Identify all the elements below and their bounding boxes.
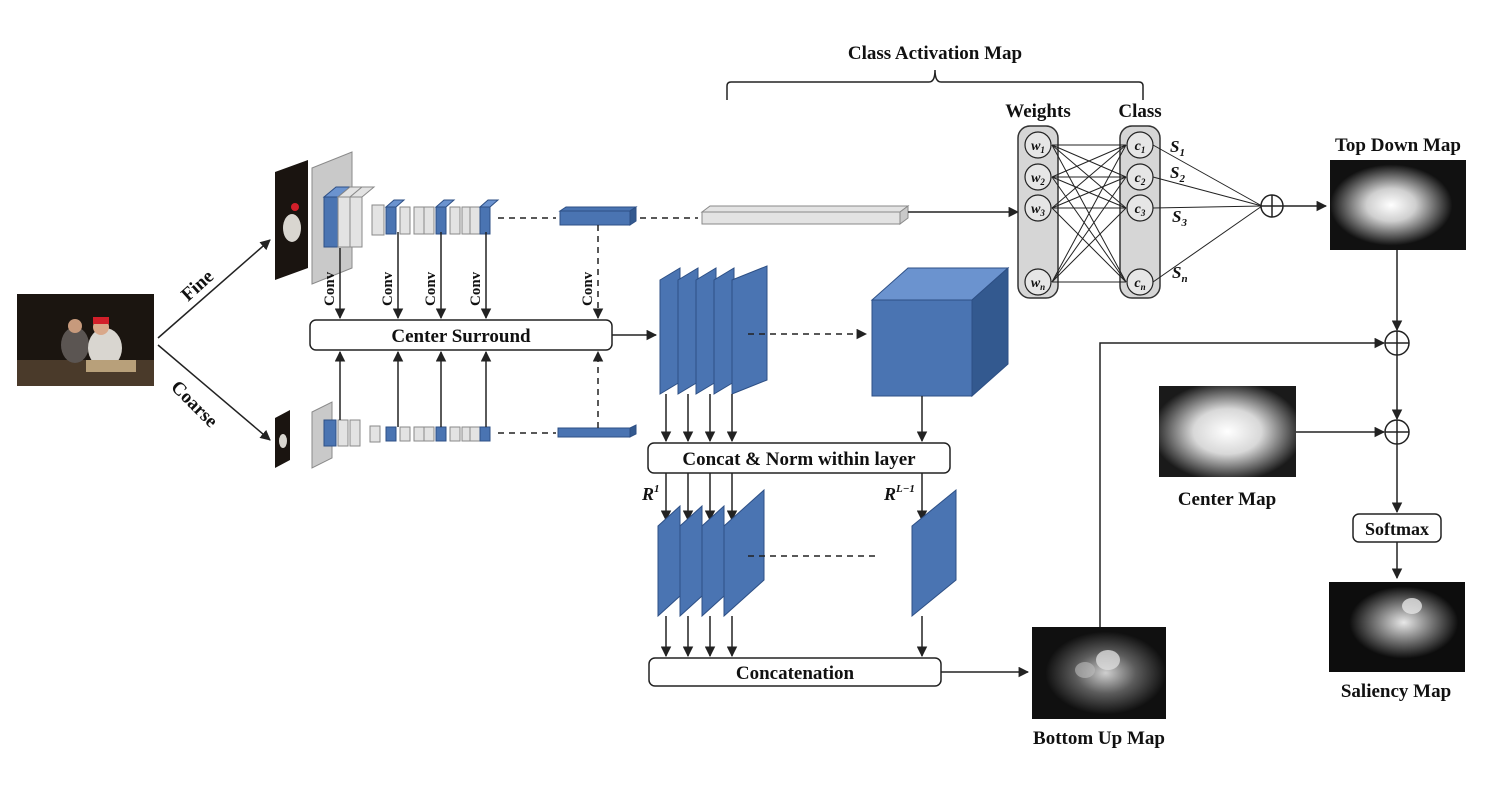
center-surround-label: Center Surround bbox=[391, 326, 531, 347]
svg-text:c2: c2 bbox=[1135, 171, 1146, 187]
concat-norm-label: Concat & Norm within layer bbox=[682, 449, 916, 470]
combine-node-2 bbox=[1384, 419, 1410, 445]
score-label: S3 bbox=[1172, 207, 1187, 229]
center-surround-slabs bbox=[659, 265, 768, 395]
coarse-label: Coarse bbox=[166, 377, 221, 432]
weight-node: w2 bbox=[1024, 163, 1052, 191]
class-node: c1 bbox=[1126, 131, 1154, 159]
score-label: S2 bbox=[1170, 163, 1185, 185]
weight-node: w3 bbox=[1024, 194, 1052, 222]
concat-norm-box: Concat & Norm within layer bbox=[647, 442, 951, 474]
svg-text:w1: w1 bbox=[1031, 139, 1045, 155]
fc-feature-bar bbox=[700, 205, 910, 225]
softmax-label: Softmax bbox=[1365, 519, 1429, 539]
svg-text:wn: wn bbox=[1031, 276, 1045, 292]
conv-label-5: Conv bbox=[580, 271, 596, 306]
input-image bbox=[17, 294, 154, 386]
svg-text:w3: w3 bbox=[1031, 202, 1045, 218]
weights-label: Weights bbox=[1005, 101, 1070, 122]
concatenation-label: Concatenation bbox=[736, 663, 855, 684]
weight-node: wn bbox=[1024, 268, 1052, 296]
center-surround-box: Center Surround bbox=[309, 319, 613, 351]
score-label: Sn bbox=[1172, 263, 1188, 285]
svg-text:cn: cn bbox=[1134, 276, 1145, 292]
fine-feature-stack bbox=[311, 151, 500, 285]
concatenation-box: Concatenation bbox=[648, 657, 942, 687]
svg-text:w2: w2 bbox=[1031, 171, 1045, 187]
combine-node-1 bbox=[1384, 330, 1410, 356]
weights-class-connections bbox=[1051, 144, 1127, 283]
top-down-map-label: Top Down Map bbox=[1335, 135, 1461, 156]
rl1-label: RL−1 bbox=[883, 483, 915, 504]
class-activation-map-label: Class Activation Map bbox=[848, 43, 1022, 64]
coarse-feature-stack bbox=[311, 401, 491, 469]
r1-label: R1 bbox=[641, 483, 660, 504]
fine-label: Fine bbox=[177, 266, 218, 306]
normalized-slabs bbox=[657, 488, 957, 618]
class-label: Class bbox=[1118, 101, 1161, 122]
saliency-map bbox=[1329, 582, 1465, 672]
softmax-box: Softmax bbox=[1352, 513, 1442, 543]
center-map bbox=[1159, 386, 1296, 477]
bottom-up-map-label: Bottom Up Map bbox=[1033, 728, 1165, 749]
center-map-label: Center Map bbox=[1178, 489, 1276, 510]
class-node: c3 bbox=[1126, 194, 1154, 222]
svg-text:c1: c1 bbox=[1135, 139, 1146, 155]
svg-text:c3: c3 bbox=[1135, 202, 1146, 218]
sum-node-top bbox=[1260, 194, 1284, 218]
fine-image bbox=[275, 160, 308, 280]
saliency-map-label: Saliency Map bbox=[1341, 681, 1451, 702]
coarse-image bbox=[275, 410, 290, 468]
bottom-up-map bbox=[1032, 627, 1166, 719]
feature-cube bbox=[870, 266, 1010, 398]
class-node: cn bbox=[1126, 268, 1154, 296]
class-node: c2 bbox=[1126, 163, 1154, 191]
conv-label-4: Conv bbox=[468, 271, 484, 306]
weight-node: w1 bbox=[1024, 131, 1052, 159]
top-down-map bbox=[1330, 160, 1466, 250]
conv-label-3: Conv bbox=[423, 271, 439, 306]
conv-label-1: Conv bbox=[322, 271, 338, 306]
conv-label-2: Conv bbox=[380, 271, 396, 306]
score-label: S1 bbox=[1170, 137, 1185, 159]
